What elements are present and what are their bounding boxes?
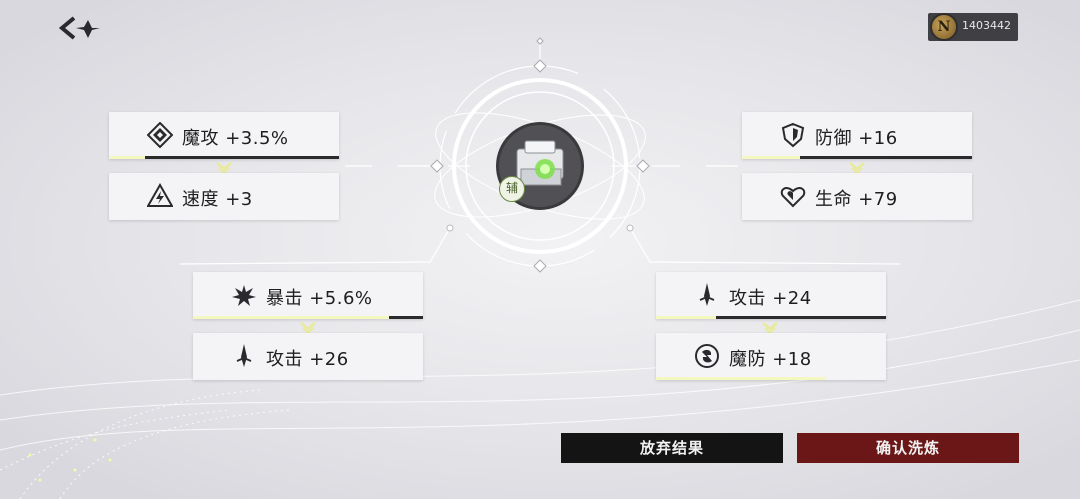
crit-icon — [232, 285, 256, 306]
stat-label: 攻击 +24 — [729, 288, 812, 309]
stat-bar-old — [656, 377, 826, 380]
defense-icon — [781, 122, 805, 148]
double-chevron-back-icon — [58, 16, 100, 40]
currency-display: N 1403442 — [928, 13, 1018, 41]
confirm-refine-button[interactable]: 确认洗炼 — [797, 433, 1019, 463]
stat-label: 魔攻 +3.5% — [182, 128, 289, 149]
stat-card-crit: 暴击 +5.6% — [193, 272, 423, 319]
stat-bar-old — [742, 156, 800, 159]
stat-bar — [145, 156, 339, 159]
stat-label: 魔防 +18 — [729, 349, 812, 370]
stat-card-attack: 攻击 +26 — [193, 333, 423, 380]
coin-icon: N — [930, 13, 958, 41]
health-icon — [780, 187, 806, 208]
stat-card-speed: 速度 +3 — [109, 173, 339, 220]
stat-card-attack: 攻击 +24 — [656, 272, 886, 319]
magic-defense-icon — [695, 344, 719, 368]
stat-bar-old — [109, 156, 145, 159]
stat-bar-old — [656, 316, 716, 319]
item-type-badge: 辅 — [499, 176, 525, 202]
stat-label: 速度 +3 — [182, 189, 253, 210]
currency-amount: 1403442 — [962, 19, 1011, 32]
stat-bar-old — [193, 316, 389, 319]
stat-card-magic-attack: 魔攻 +3.5% — [109, 112, 339, 159]
stat-card-health: 生命 +79 — [742, 173, 972, 220]
magic-attack-icon — [147, 122, 173, 148]
stat-label: 生命 +79 — [815, 189, 898, 210]
back-button[interactable] — [56, 14, 104, 42]
stat-card-magic-defense: 魔防 +18 — [656, 333, 886, 380]
speed-icon — [147, 183, 173, 207]
stat-card-defense: 防御 +16 — [742, 112, 972, 159]
attack-icon — [699, 283, 715, 306]
attack-icon — [236, 344, 252, 367]
stat-label: 暴击 +5.6% — [266, 288, 373, 309]
stat-label: 攻击 +26 — [266, 349, 349, 370]
stat-bar — [800, 156, 972, 159]
stat-bar — [716, 316, 886, 319]
stat-label: 防御 +16 — [815, 128, 898, 149]
stat-bar — [389, 316, 423, 319]
discard-result-button[interactable]: 放弃结果 — [561, 433, 783, 463]
